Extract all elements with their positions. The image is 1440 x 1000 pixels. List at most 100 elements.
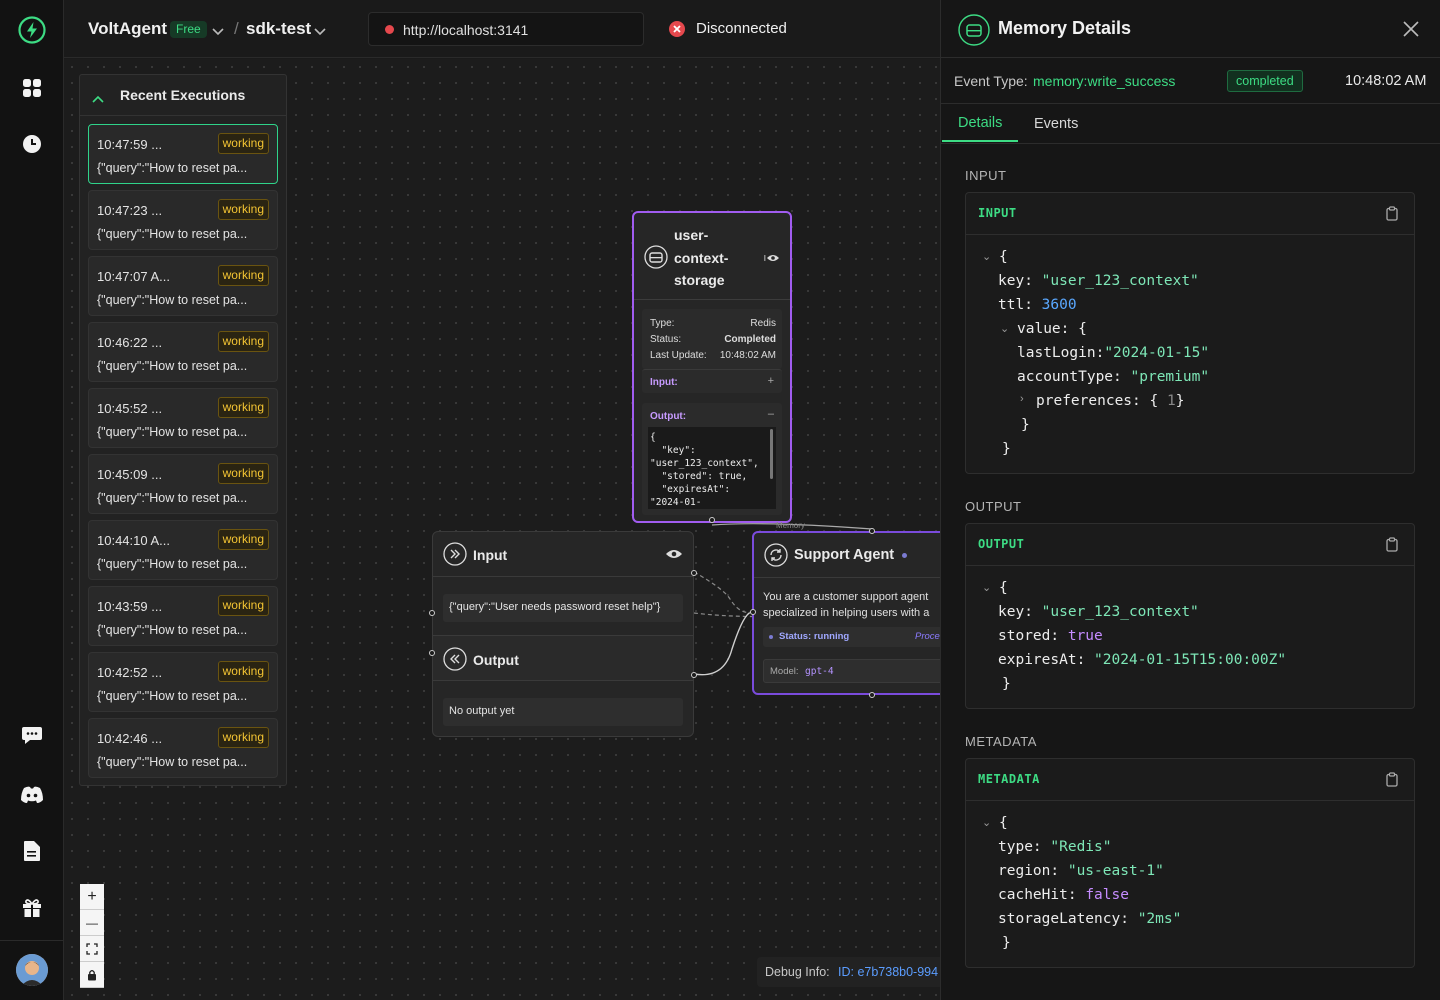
- json-line: accountType: "premium": [1017, 369, 1210, 385]
- json-line: storageLatency: "2ms": [998, 911, 1182, 927]
- execution-time: 10:45:52 ...: [97, 401, 163, 416]
- chat-icon[interactable]: [16, 720, 48, 752]
- chevron-down-icon[interactable]: ⌄: [982, 251, 992, 263]
- database-icon: [644, 245, 668, 274]
- flow-canvas[interactable]: Recent Executions 10:47:59 ...working{"q…: [64, 59, 940, 1000]
- execution-time: 10:44:10 A...: [97, 533, 171, 548]
- execution-item[interactable]: 10:47:59 ...working{"query":"How to rese…: [88, 124, 278, 184]
- chevron-up-icon[interactable]: [92, 90, 104, 108]
- copy-icon[interactable]: [1386, 537, 1398, 557]
- execution-time: 10:43:59 ...: [97, 599, 163, 614]
- execution-item[interactable]: 10:45:52 ...working{"query":"How to rese…: [88, 388, 278, 448]
- execution-item[interactable]: 10:43:59 ...working{"query":"How to rese…: [88, 586, 278, 646]
- execution-item[interactable]: 10:47:23 ...working{"query":"How to rese…: [88, 190, 278, 250]
- server-url-input[interactable]: http://localhost:3141: [368, 12, 644, 46]
- breadcrumb-separator: /: [234, 19, 239, 38]
- lock-button[interactable]: [80, 962, 104, 988]
- memory-fields: Type: Redis Status: Completed Last Updat…: [642, 309, 782, 369]
- support-agent-node[interactable]: Support Agent You are a customer support…: [750, 528, 940, 698]
- chevron-down-icon[interactable]: [314, 23, 326, 41]
- eye-icon[interactable]: [665, 547, 683, 565]
- handle[interactable]: [691, 570, 697, 576]
- execution-item[interactable]: 10:45:09 ...working{"query":"How to rese…: [88, 454, 278, 514]
- document-icon[interactable]: [16, 835, 48, 867]
- volt-logo-icon[interactable]: [16, 14, 48, 46]
- scrollbar[interactable]: [770, 429, 773, 479]
- zoom-out-button[interactable]: —: [80, 910, 104, 936]
- grid-icon[interactable]: [16, 72, 48, 104]
- chevron-right-icon[interactable]: ›: [1020, 393, 1024, 405]
- status-badge: working: [217, 199, 269, 220]
- execution-item[interactable]: 10:47:07 A...working{"query":"How to res…: [88, 256, 278, 316]
- zoom-in-button[interactable]: +: [80, 884, 104, 910]
- status-badge: working: [217, 661, 269, 682]
- handle[interactable]: [691, 672, 697, 678]
- execution-item[interactable]: 10:44:10 A...working{"query":"How to res…: [88, 520, 278, 580]
- status-badge: working: [217, 727, 269, 748]
- chevrons-left-icon: [443, 647, 467, 676]
- json-line: expiresAt: "2024-01-15T15:00:00Z": [998, 652, 1287, 668]
- status-badge: working: [217, 133, 269, 154]
- gift-icon[interactable]: [16, 892, 48, 924]
- execution-query: {"query":"How to reset pa...: [97, 623, 248, 637]
- eye-icon[interactable]: [764, 250, 780, 268]
- chevron-down-icon[interactable]: ⌄: [1000, 323, 1010, 335]
- edge-label: Memory: [776, 521, 805, 530]
- chevron-down-icon[interactable]: ⌄: [982, 582, 992, 594]
- close-icon[interactable]: [1403, 21, 1419, 42]
- handle[interactable]: [750, 609, 756, 615]
- metadata-json-box: METADATA ⌄ { type: "Redis" region: "us-e…: [965, 758, 1415, 968]
- app-name: VoltAgent: [88, 19, 168, 38]
- io-node[interactable]: Input {"query":"User needs password rese…: [429, 531, 697, 737]
- input-box-title: INPUT: [978, 206, 1017, 220]
- memory-node[interactable]: user- context- storage Type: Redis Statu…: [632, 211, 792, 523]
- memory-input-toggle[interactable]: Input: +: [642, 369, 782, 393]
- memory-details-panel: Memory Details Event Type: memory:write_…: [940, 0, 1440, 1000]
- execution-time: 10:45:09 ...: [97, 467, 163, 482]
- discord-icon[interactable]: [16, 779, 48, 811]
- json-line: cacheHit: false: [998, 887, 1129, 903]
- execution-item[interactable]: 10:46:22 ...working{"query":"How to rese…: [88, 322, 278, 382]
- tab-events[interactable]: Events: [1034, 116, 1079, 132]
- handle[interactable]: [429, 650, 435, 656]
- recent-executions-panel: Recent Executions 10:47:59 ...working{"q…: [79, 74, 287, 786]
- database-icon: [958, 14, 990, 51]
- metadata-box-title: METADATA: [978, 772, 1040, 786]
- execution-item[interactable]: 10:42:46 ...working{"query":"How to rese…: [88, 718, 278, 778]
- agent-description: You are a customer support agent special…: [763, 591, 930, 619]
- panel-title: Memory Details: [998, 18, 1132, 38]
- nav-rail: [0, 0, 64, 1000]
- chevron-down-icon[interactable]: [212, 23, 224, 41]
- collapse-toggle[interactable]: –: [767, 408, 774, 420]
- copy-icon[interactable]: [1386, 206, 1398, 226]
- agent-node-title: Support Agent: [794, 547, 895, 563]
- copy-icon[interactable]: [1386, 772, 1398, 792]
- fit-view-button[interactable]: [80, 936, 104, 962]
- execution-query: {"query":"How to reset pa...: [97, 755, 248, 769]
- handle[interactable]: [869, 528, 875, 534]
- server-url: http://localhost:3141: [403, 22, 529, 38]
- output-box-title: OUTPUT: [978, 537, 1025, 551]
- connection-status: Disconnected: [696, 20, 787, 37]
- clock-icon[interactable]: [16, 128, 48, 160]
- status-badge: working: [217, 397, 269, 418]
- avatar[interactable]: [16, 954, 48, 986]
- chevrons-right-icon: [443, 542, 467, 571]
- handle[interactable]: [709, 517, 715, 523]
- input-value-box: {"query":"User needs password reset help…: [443, 594, 683, 622]
- execution-time: 10:47:07 A...: [97, 269, 171, 284]
- execution-time: 10:42:52 ...: [97, 665, 163, 680]
- output-json-box: OUTPUT ⌄ { key: "user_123_context" store…: [965, 523, 1415, 709]
- project-name[interactable]: sdk-test: [246, 19, 312, 38]
- fullscreen-icon: [86, 942, 98, 955]
- output-section-header: Output: [433, 635, 693, 681]
- execution-query: {"query":"How to reset pa...: [97, 689, 248, 703]
- status-dot-icon: [902, 553, 907, 558]
- execution-query: {"query":"How to reset pa...: [97, 161, 248, 175]
- chevron-down-icon[interactable]: ⌄: [982, 817, 992, 829]
- json-line: stored: true: [998, 628, 1103, 644]
- execution-item[interactable]: 10:42:52 ... working {"query":"How to rese…: [88, 652, 278, 712]
- handle[interactable]: [869, 692, 875, 698]
- tab-details[interactable]: Details: [942, 104, 1018, 142]
- handle[interactable]: [429, 610, 435, 616]
